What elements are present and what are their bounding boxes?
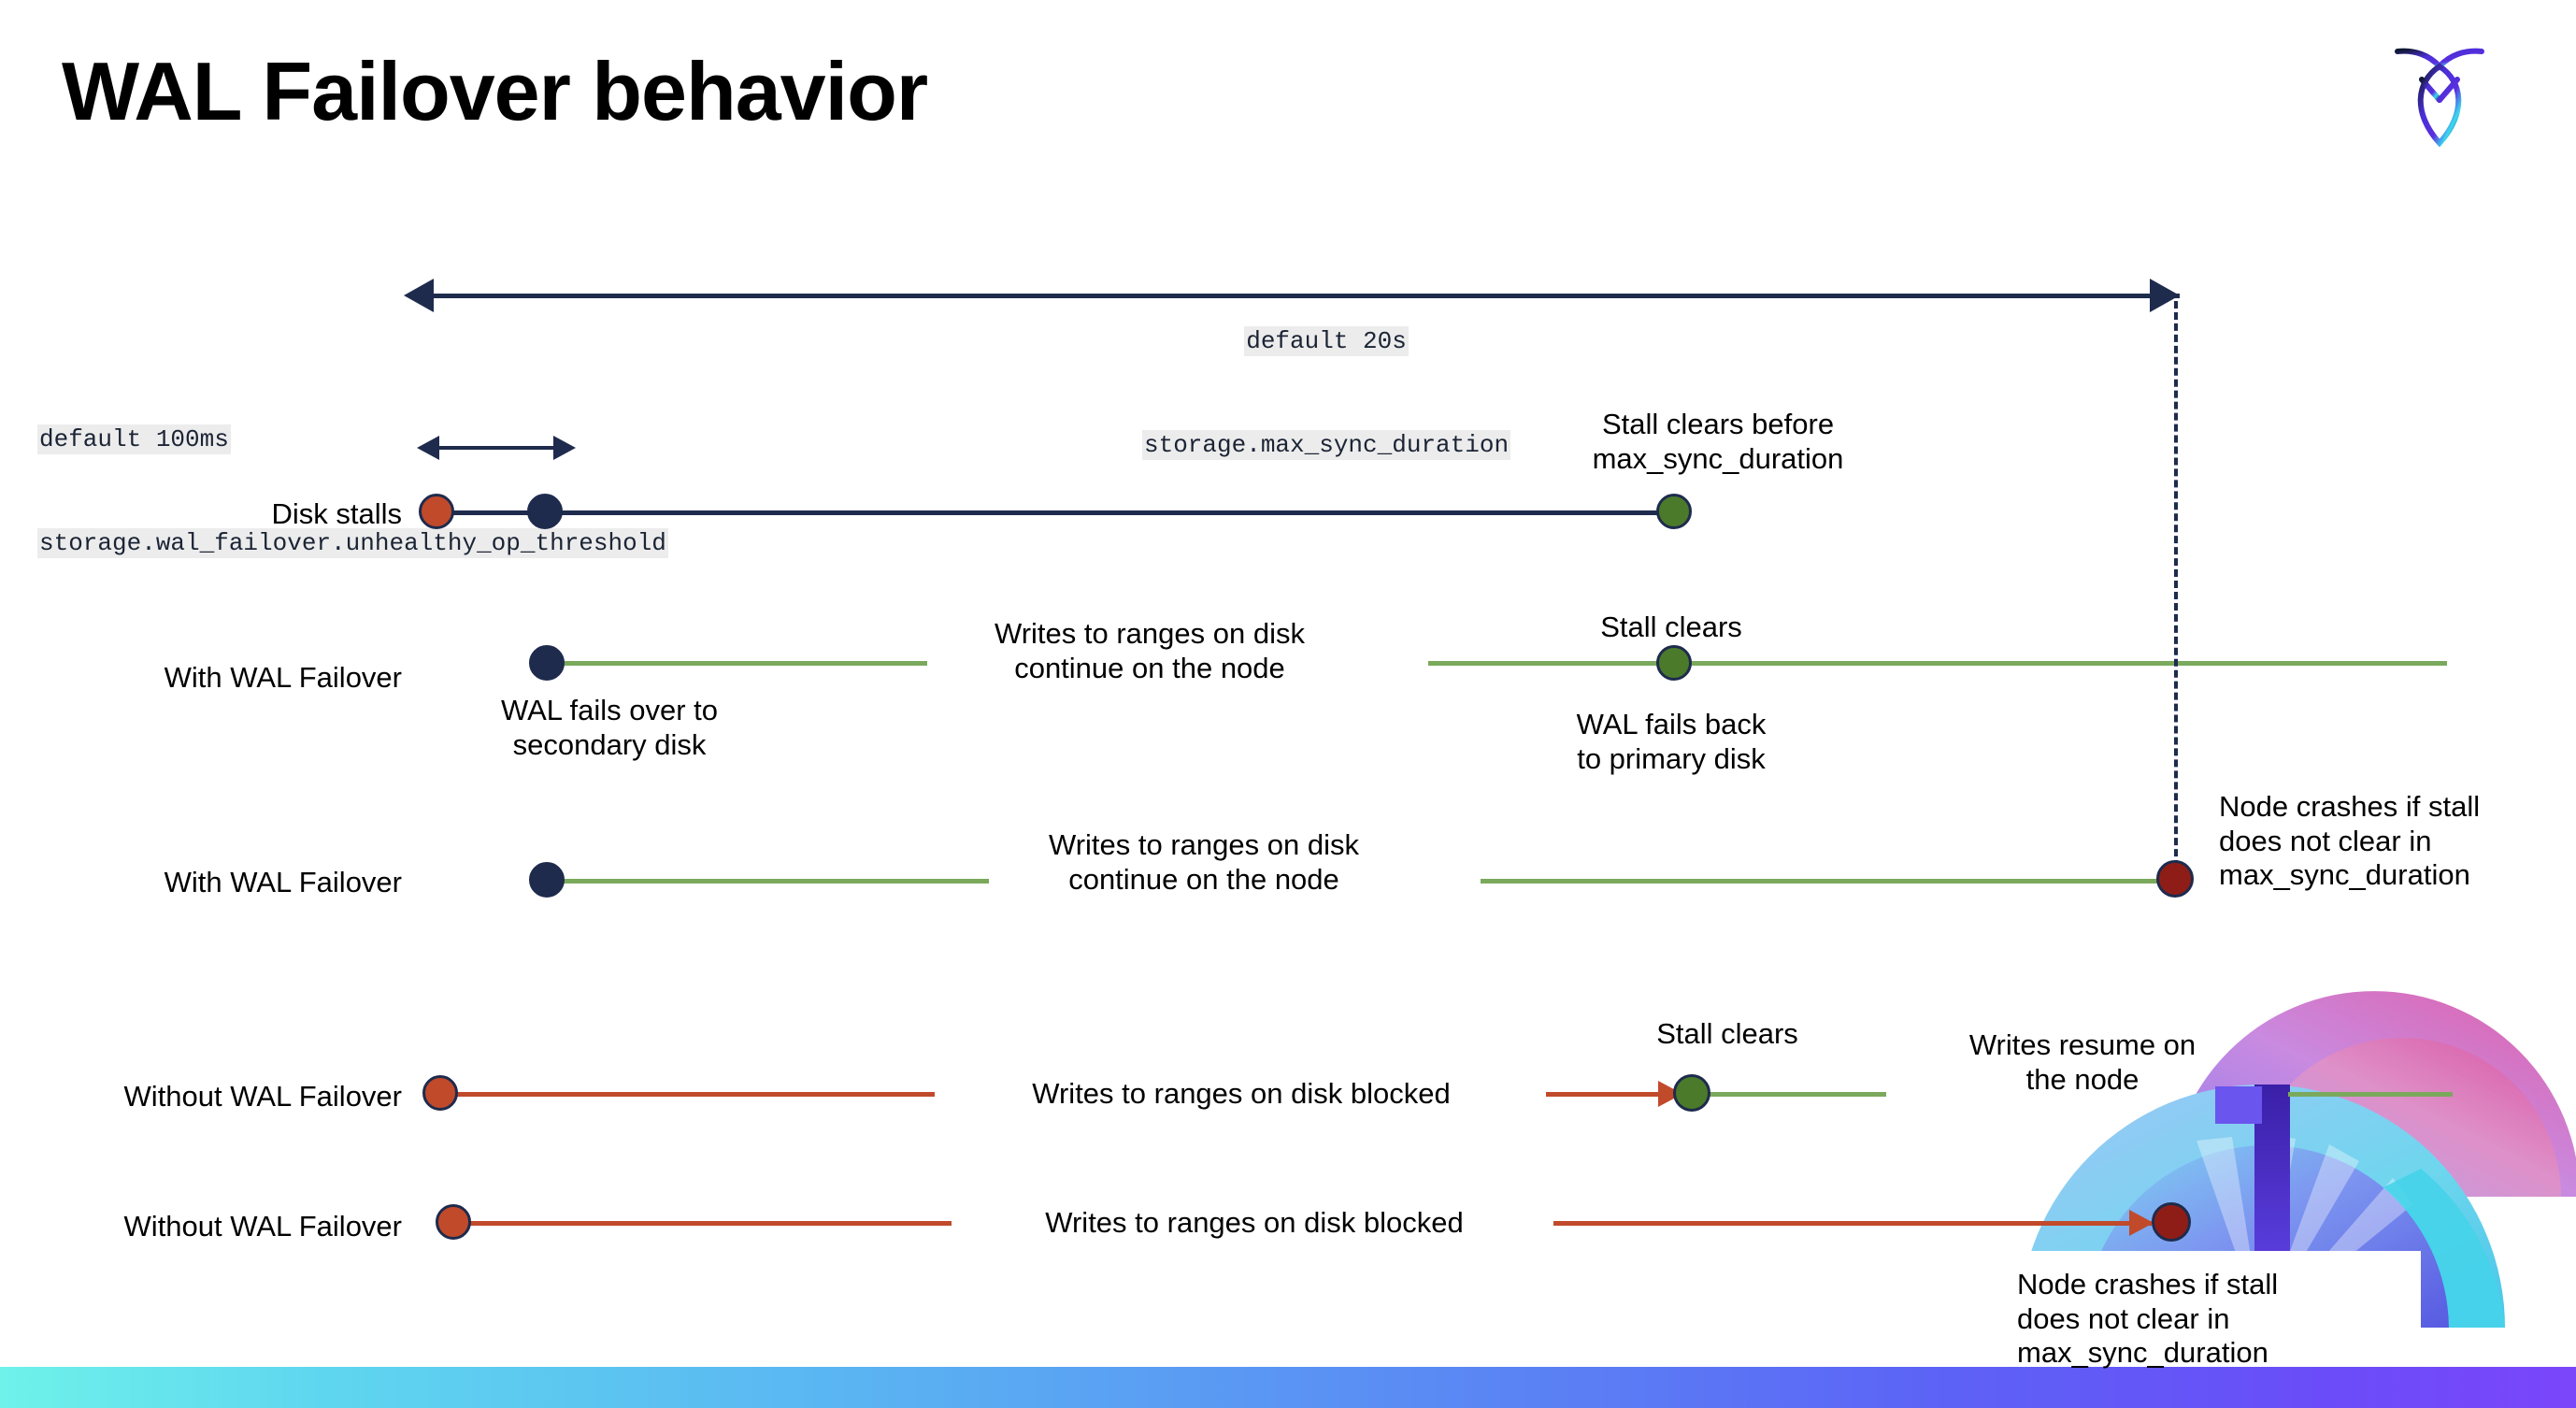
without-wal-failover-2-blocked-line — [464, 1221, 952, 1226]
row-label-without-wal-failover-1: Without WAL Failover — [123, 1080, 402, 1113]
without-wal-failover-1-resume-note: Writes resume on the node — [1968, 1028, 2197, 1096]
unhealthy-threshold-setting-name: storage.wal_failover.unhealthy_op_thresh… — [37, 527, 668, 558]
without-wal-failover-2-mid-note: Writes to ranges on disk blocked — [1045, 1206, 1464, 1239]
max-sync-setting-name: storage.max_sync_duration — [1142, 429, 1511, 460]
max-sync-span-left-arrowhead — [404, 279, 434, 312]
unhealthy-threshold-default-value: default 100ms — [37, 424, 231, 454]
unhealthy-threshold-span-line — [439, 446, 556, 450]
with-wal-failover-1-clear-note: Stall clears — [1600, 611, 1742, 643]
without-wal-failover-1-mid-note: Writes to ranges on disk blocked — [1032, 1077, 1451, 1110]
with-wal-failover-2-crash-note: Node crashes if stall does not clear in … — [2219, 790, 2481, 892]
with-wal-failover-1-start-note: WAL fails over to secondary disk — [500, 694, 718, 761]
with-wal-failover-2-mid-note: Writes to ranges on disk continue on the… — [1049, 828, 1359, 896]
without-wal-failover-1-clear-dot — [1673, 1074, 1710, 1112]
max-sync-default-value: default 20s — [1244, 325, 1409, 356]
row-label-with-wal-failover-2: With WAL Failover — [164, 866, 402, 898]
with-wal-failover-2-crash-dot — [2156, 860, 2194, 898]
row-label-disk-stalls: Disk stalls — [271, 497, 402, 530]
disk-stalls-failover-dot — [527, 494, 563, 529]
disk-stalls-clear-note: Stall clears before max_sync_duration — [1592, 408, 1844, 475]
without-wal-failover-2-arrowhead — [2129, 1210, 2154, 1236]
with-wal-failover-2-segment-a — [553, 879, 989, 884]
with-wal-failover-1-segment-b — [1428, 661, 2447, 666]
without-wal-failover-1-blocked-line-2 — [1546, 1092, 1679, 1097]
with-wal-failover-1-failover-dot — [529, 645, 565, 681]
row-label-without-wal-failover-2: Without WAL Failover — [123, 1210, 402, 1243]
without-wal-failover-1-blocked-line — [451, 1092, 935, 1097]
with-wal-failover-1-clear-dot — [1656, 645, 1692, 681]
with-wal-failover-2-segment-b — [1481, 879, 2180, 884]
page-title: WAL Failover behavior — [62, 45, 928, 137]
disk-stalls-timeline — [447, 510, 1681, 515]
with-wal-failover-2-failover-dot — [529, 862, 565, 898]
unhealthy-threshold-left-arrowhead — [417, 436, 439, 460]
max-sync-duration-deadline-dashed-line — [2174, 301, 2178, 879]
cockroachdb-logo-icon — [2388, 33, 2491, 154]
without-wal-failover-2-start-dot — [436, 1204, 471, 1240]
max-sync-duration-annotation: default 20s storage.max_sync_duration — [1142, 255, 1511, 531]
without-wal-failover-1-start-dot — [422, 1075, 458, 1111]
with-wal-failover-1-mid-note: Writes to ranges on disk continue on the… — [995, 617, 1305, 684]
without-wal-failover-2-crash-dot — [2152, 1202, 2191, 1242]
disk-stalls-clear-dot — [1656, 494, 1692, 529]
bottom-gradient-bar — [0, 1367, 2576, 1408]
disk-stalls-start-dot — [419, 494, 454, 529]
max-sync-duration-span-line — [432, 294, 2180, 298]
with-wal-failover-1-segment-a — [553, 661, 927, 666]
without-wal-failover-1-resume-line — [1701, 1092, 1886, 1097]
without-wal-failover-2-crash-note: Node crashes if stall does not clear in … — [2017, 1268, 2279, 1370]
without-wal-failover-1-resume-line-2 — [2288, 1092, 2453, 1097]
unhealthy-threshold-right-arrowhead — [553, 436, 576, 460]
without-wal-failover-2-blocked-line-2 — [1553, 1221, 2152, 1226]
with-wal-failover-1-end-note: WAL fails back to primary disk — [1576, 708, 1767, 775]
unhealthy-op-threshold-annotation: default 100ms storage.wal_failover.unhea… — [37, 353, 668, 629]
row-label-with-wal-failover-1: With WAL Failover — [164, 661, 402, 694]
without-wal-failover-1-clear-note: Stall clears — [1656, 1017, 1798, 1050]
